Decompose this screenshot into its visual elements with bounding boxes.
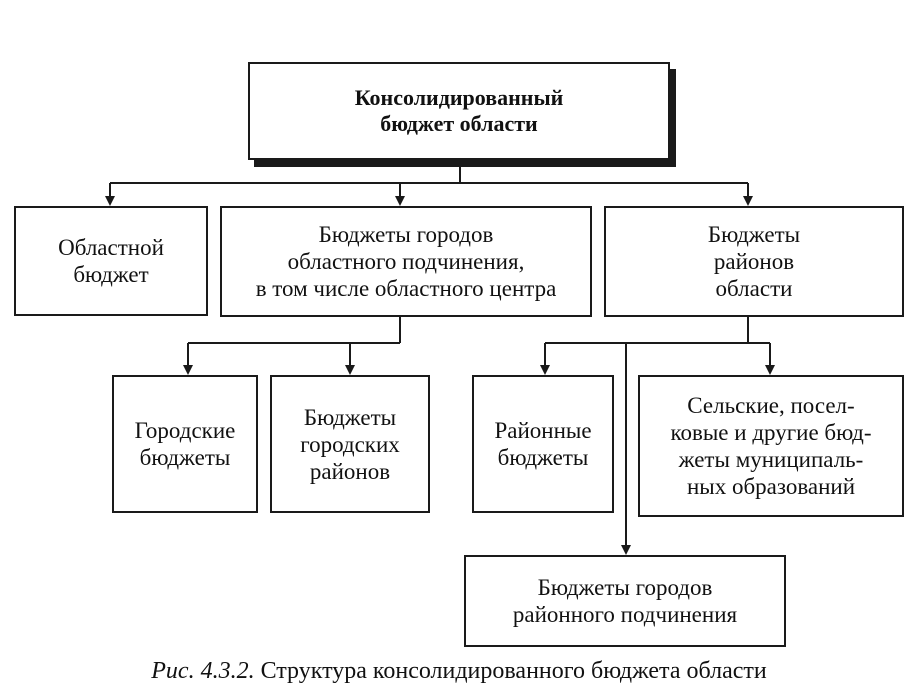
- municipal-budgets-label: Сельские, посел- ковые и другие бюд- жет…: [670, 393, 872, 499]
- district-city-budgets-box: Бюджеты городов районного подчинения: [464, 555, 786, 647]
- city-budgets-oblast-subordination-label: Бюджеты городов областного подчинения, в…: [255, 222, 557, 301]
- district-budgets-of-oblast-box: Бюджеты районов области: [604, 206, 904, 317]
- figure-caption-text: Структура консолидированного бюджета обл…: [254, 658, 767, 684]
- city-budgets-box: Городские бюджеты: [112, 375, 258, 513]
- consolidated-budget-label: Консолидированный бюджет области: [354, 85, 564, 136]
- figure-number: Рис. 4.3.2.: [151, 658, 255, 684]
- city-district-budgets-label: Бюджеты городских районов: [300, 404, 400, 484]
- city-district-budgets-box: Бюджеты городских районов: [270, 375, 430, 513]
- district-budgets-box: Районные бюджеты: [472, 375, 614, 513]
- city-budgets-label: Городские бюджеты: [134, 418, 236, 470]
- district-budgets-of-oblast-label: Бюджеты районов области: [707, 222, 801, 301]
- municipal-budgets-box: Сельские, посел- ковые и другие бюд- жет…: [638, 375, 904, 517]
- oblast-budget-box: Областной бюджет: [14, 206, 208, 316]
- district-budgets-label: Районные бюджеты: [494, 418, 592, 470]
- district-city-budgets-label: Бюджеты городов районного подчинения: [512, 575, 738, 627]
- oblast-budget-label: Областной бюджет: [58, 235, 164, 287]
- figure-caption: Рис. 4.3.2. Структура консолидированного…: [0, 656, 918, 686]
- city-budgets-oblast-subordination-box: Бюджеты городов областного подчинения, в…: [220, 206, 592, 317]
- consolidated-budget-box: Консолидированный бюджет области: [248, 62, 670, 160]
